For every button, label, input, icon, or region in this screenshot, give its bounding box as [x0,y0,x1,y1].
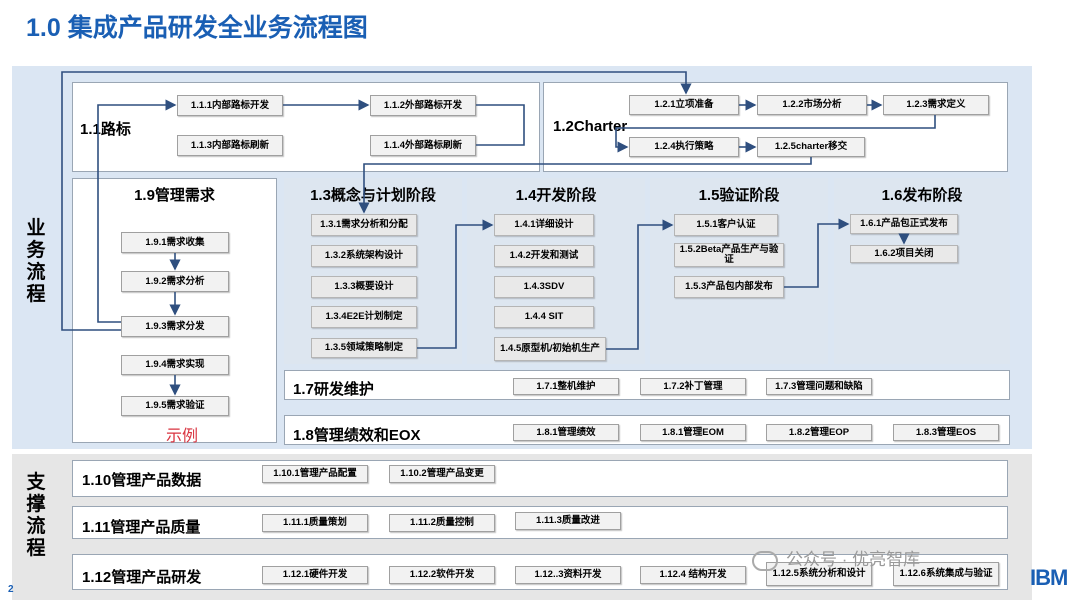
verify-stage [650,178,828,364]
develop-box-3[interactable]: 1.4.3SDV [494,276,594,298]
verify-box-2[interactable]: 1.5.2Beta产品生产与验证 [674,243,784,267]
rnd-box-5[interactable]: 1.12.5系统分析和设计 [766,562,872,586]
develop-box-5[interactable]: 1.4.5原型机/初始机生产 [494,337,606,361]
data-row [72,460,1008,497]
roadmap-title: 1.1路标 [80,121,131,138]
charter-title: 1.2Charter [553,118,628,135]
verify-title: 1.5验证阶段 [698,187,780,204]
maintain-box-1[interactable]: 1.7.1整机维护 [513,378,619,395]
page-number: 2 [8,584,14,595]
verify-box-1[interactable]: 1.5.1客户认证 [674,214,778,236]
rnd-box-3[interactable]: 1.12..3资料开发 [515,566,621,584]
arrow-charter-3-4 [615,115,936,153]
demand-box-2[interactable]: 1.9.2需求分析 [121,271,229,292]
watermark-text: 公众号 · 优亮智库 [752,545,920,571]
logo-text: IBM [1030,565,1068,590]
charter-box-1[interactable]: 1.2.1立项准备 [629,95,739,115]
rnd-box-6[interactable]: 1.12.6系统集成与验证 [893,562,999,586]
wechat-icon [752,550,778,571]
release-title: 1.6发布阶段 [881,187,963,204]
quality-title: 1.11管理产品质量 [82,519,201,536]
perf-box-1[interactable]: 1.8.1管理绩效 [513,424,619,441]
demand-box-5[interactable]: 1.9.5需求验证 [121,396,229,416]
data-box-2[interactable]: 1.10.2管理产品变更 [389,465,495,483]
roadmap-box-4[interactable]: 1.1.4外部路标刷新 [370,135,476,156]
roadmap-box-1[interactable]: 1.1.1内部路标开发 [177,95,283,116]
lane-label-support: 支撑流程 [26,472,46,559]
release-stage [834,178,1010,364]
maintain-box-3[interactable]: 1.7.3管理问题和缺陷 [766,378,872,395]
data-title: 1.10管理产品数据 [82,472,202,489]
arrow-verify-to-release [784,218,850,288]
develop-stage [467,178,645,364]
perf-title: 1.8管理绩效和EOX [293,427,421,444]
develop-title: 1.4开发阶段 [515,187,597,204]
rnd-box-1[interactable]: 1.12.1硬件开发 [262,566,368,584]
arrow-develop-to-verify [606,219,674,350]
concept-stage [284,178,462,364]
quality-box-3[interactable]: 1.11.3质量改进 [515,512,621,530]
maintain-title: 1.7研发维护 [293,381,374,398]
page-title: 1.0 集成产品研发全业务流程图 [26,14,368,42]
quality-box-2[interactable]: 1.11.2质量控制 [389,514,495,532]
perf-box-2[interactable]: 1.8.1管理EOM [640,424,746,441]
demand-box-4[interactable]: 1.9.4需求实现 [121,355,229,375]
arrow-loop-outer [61,71,692,331]
charter-box-4[interactable]: 1.2.4执行策略 [629,137,739,157]
charter-box-5[interactable]: 1.2.5charter移交 [757,137,865,157]
concept-box-3[interactable]: 1.3.3概要设计 [311,276,417,298]
develop-box-4[interactable]: 1.4.4 SIT [494,306,594,328]
perf-box-4[interactable]: 1.8.3管理EOS [893,424,999,441]
roadmap-box-3[interactable]: 1.1.3内部路标刷新 [177,135,283,156]
concept-box-5[interactable]: 1.3.5领域策略制定 [311,338,417,358]
concept-title: 1.3概念与计划阶段 [310,187,436,204]
concept-box-1[interactable]: 1.3.1需求分析和分配 [311,214,417,236]
charter-box-3[interactable]: 1.2.3需求定义 [883,95,989,115]
roadmap-box-2[interactable]: 1.1.2外部路标开发 [370,95,476,116]
lane-label-business: 业务流程 [26,218,46,305]
develop-box-2[interactable]: 1.4.2开发和测试 [494,245,594,267]
arrow-roadmap-refresh [476,104,525,146]
rnd-box-4[interactable]: 1.12.4 结构开发 [640,566,746,584]
arrow-concept-to-develop [417,219,494,349]
maintain-box-2[interactable]: 1.7.2补丁管理 [640,378,746,395]
charter-box-2[interactable]: 1.2.2市场分析 [757,95,867,115]
arrow-loop-inner [97,99,177,323]
data-box-1[interactable]: 1.10.1管理产品配置 [262,465,368,483]
quality-box-1[interactable]: 1.11.1质量策划 [262,514,368,532]
develop-box-1[interactable]: 1.4.1详细设计 [494,214,594,236]
demand-box-3[interactable]: 1.9.3需求分发 [121,316,229,337]
verify-box-3[interactable]: 1.5.3产品包内部发布 [674,276,784,298]
example-label: 示例 [166,428,199,445]
perf-box-3[interactable]: 1.8.2管理EOP [766,424,872,441]
rnd-title: 1.12管理产品研发 [82,569,202,586]
concept-box-2[interactable]: 1.3.2系统架构设计 [311,245,417,267]
demand-title: 1.9管理需求 [134,187,215,204]
concept-box-4[interactable]: 1.3.4E2E计划制定 [311,306,417,328]
demand-box-1[interactable]: 1.9.1需求收集 [121,232,229,253]
arrow-charter-to-concept [358,157,812,214]
release-box-2[interactable]: 1.6.2项目关闭 [850,245,958,263]
rnd-box-2[interactable]: 1.12.2软件开发 [389,566,495,584]
